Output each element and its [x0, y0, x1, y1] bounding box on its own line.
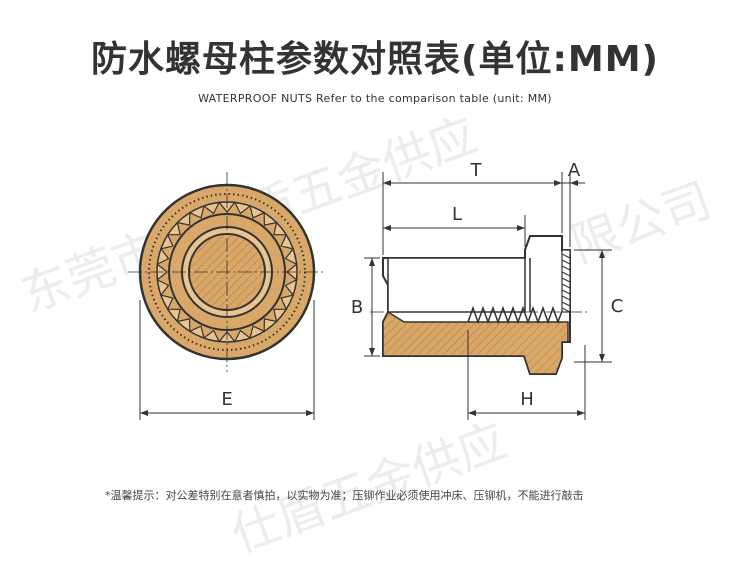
knurl-line	[561, 301, 571, 307]
knurl-line	[561, 265, 571, 271]
nut-technical-drawing: E T A L	[128, 160, 623, 420]
arrow-head	[383, 225, 391, 231]
knurl-line	[561, 295, 571, 301]
dim-label-b: B	[351, 297, 363, 318]
arrow-head	[599, 354, 605, 362]
dim-label-t: T	[470, 160, 483, 181]
front-view: E	[128, 172, 326, 420]
arrow-head	[468, 410, 476, 416]
arrow-head	[369, 258, 375, 266]
dim-label-h: H	[520, 389, 534, 410]
arrow-head	[577, 410, 585, 416]
knurl-line	[561, 253, 571, 259]
footer-note: *温馨提示：对公差特别在意者慎拍，以实物为准；压铆作业必须使用冲床、压铆机，不能…	[105, 489, 584, 502]
upper-body-band	[387, 257, 526, 313]
head-knurl-lines	[561, 253, 571, 313]
arrow-head	[554, 180, 562, 186]
arrow-head	[383, 180, 391, 186]
arrow-head	[306, 410, 314, 416]
dim-label-c: C	[611, 296, 624, 317]
page-title: 防水螺母柱参数对照表(单位:MM)	[91, 39, 659, 80]
dim-label-e: E	[221, 389, 232, 410]
thread-zigzag	[467, 305, 564, 325]
knurl-line	[561, 271, 571, 277]
page-subtitle: WATERPROOF NUTS Refer to the comparison …	[198, 92, 552, 105]
side-view: T A L B C H	[351, 160, 623, 420]
knurl-line	[561, 277, 571, 283]
arrow-head	[369, 348, 375, 356]
knurl-line	[561, 259, 571, 265]
dim-label-a: A	[568, 160, 581, 181]
knurl-line	[561, 289, 571, 295]
knurl-line	[561, 307, 571, 313]
dim-label-l: L	[452, 204, 462, 225]
section-hatch-lower	[382, 310, 569, 375]
arrow-head	[599, 250, 605, 258]
knurl-line	[561, 283, 571, 289]
arrow-head	[517, 225, 525, 231]
arrow-head	[140, 410, 148, 416]
head-knurl	[561, 249, 571, 313]
arrow-head	[570, 180, 578, 186]
